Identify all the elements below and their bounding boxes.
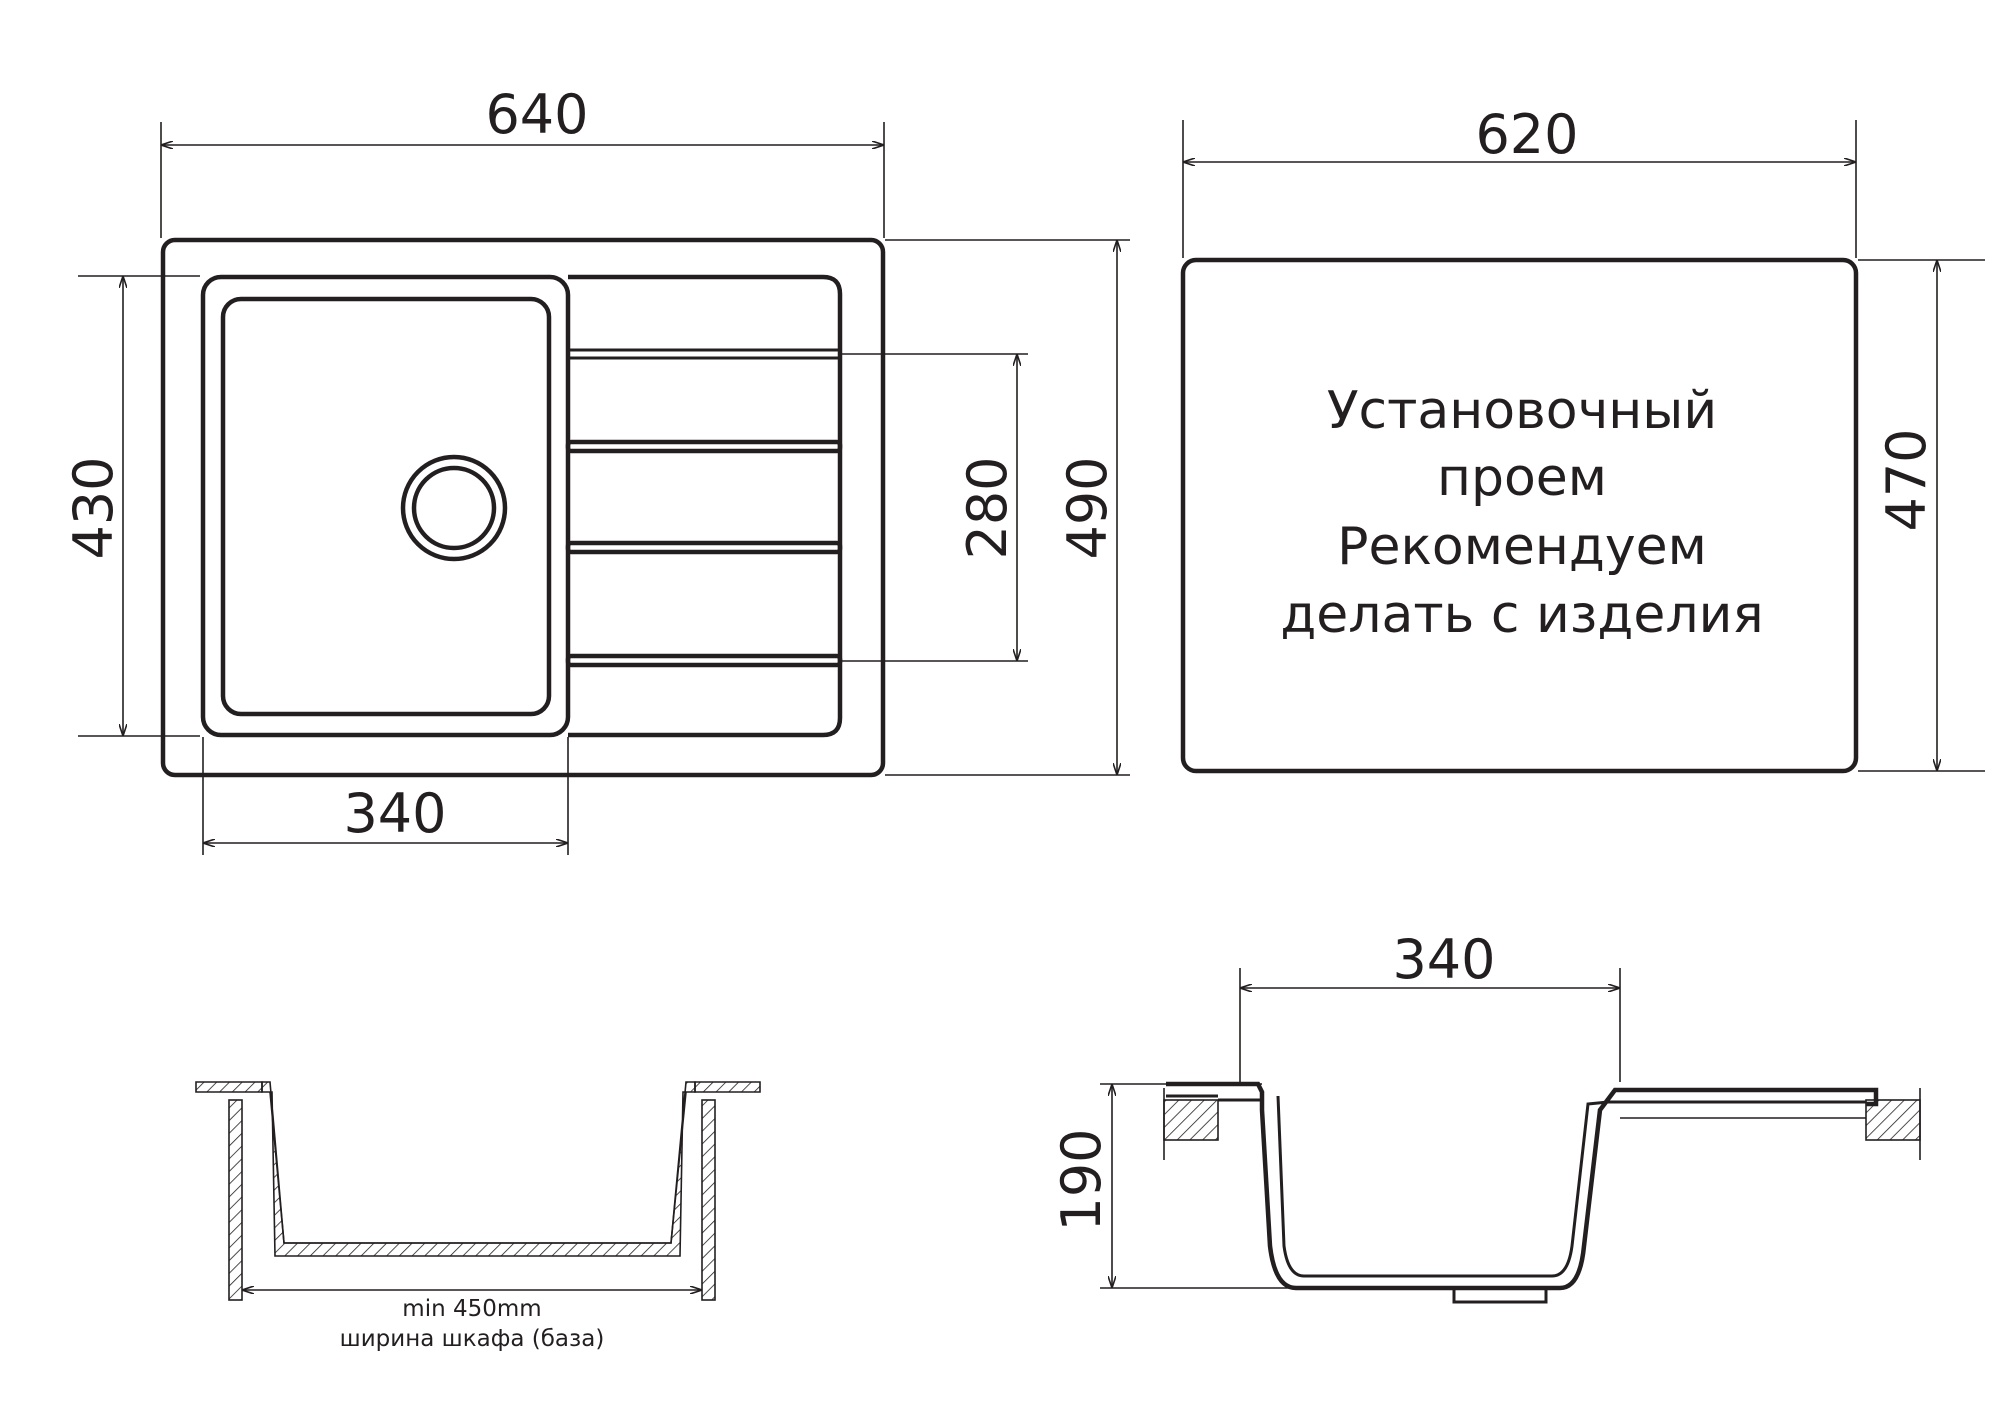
dim-label-490: 490 — [1056, 456, 1119, 559]
dim-280: 280 — [842, 353, 1028, 662]
countertop-block-right — [1865, 1099, 1921, 1141]
dim-label-340-side: 340 — [1392, 928, 1495, 991]
cabinet-wall-right — [701, 1099, 716, 1301]
dim-340-side: 340 — [1239, 928, 1621, 1082]
dim-label-190: 190 — [1050, 1128, 1113, 1231]
sink-side-section: 340 190 — [1050, 928, 1921, 1304]
cabinet-wall-left — [228, 1099, 243, 1301]
drain-hole — [400, 454, 508, 562]
countertop-right — [694, 1081, 761, 1093]
cutout-note-line2: проем — [1437, 448, 1607, 508]
dim-640: 640 — [160, 83, 885, 238]
drainboard-ribs — [565, 348, 843, 668]
bowl-inner — [220, 296, 552, 717]
drain-outlet — [1452, 1286, 1548, 1304]
dim-label-280: 280 — [956, 456, 1019, 559]
dim-label-640: 640 — [485, 83, 588, 146]
countertop-left — [195, 1081, 263, 1093]
cutout-outline — [1180, 257, 1859, 774]
sink-profile — [1166, 1081, 1879, 1291]
dim-470: 470 — [1858, 259, 1985, 772]
dim-label-470: 470 — [1875, 428, 1938, 531]
dim-490: 490 — [885, 239, 1130, 776]
bowl-section — [261, 1081, 696, 1257]
dim-340-top: 340 — [202, 737, 569, 855]
cutout-note-line4: делать с изделия — [1280, 585, 1763, 645]
cutout-view: 620 470 Установочный проем Рекомендуем д… — [1180, 103, 1985, 774]
dim-label-430: 430 — [62, 456, 125, 559]
cutout-note-line1: Установочный — [1327, 381, 1717, 441]
dim-620: 620 — [1182, 103, 1857, 258]
cabinet-section-view: min 450mm ширина шкафа (база) — [195, 1081, 761, 1352]
cutout-note: Установочный проем Рекомендуем делать с … — [1280, 381, 1763, 645]
cabinet-note-line1: min 450mm — [402, 1296, 541, 1322]
countertop-block-left — [1163, 1099, 1219, 1141]
cabinet-note-line2: ширина шкафа (база) — [340, 1326, 605, 1352]
cutout-note-line3: Рекомендуем — [1337, 517, 1707, 577]
drainboard-outline — [568, 274, 843, 738]
dim-label-340-top: 340 — [343, 782, 446, 845]
sink-top-view: 640 430 490 280 340 — [62, 83, 1130, 855]
sink-outline — [160, 237, 886, 778]
dim-190: 190 — [1050, 1083, 1290, 1289]
dim-430: 430 — [62, 275, 200, 737]
bowl-outer-rim — [200, 274, 571, 738]
dim-label-620: 620 — [1475, 103, 1578, 166]
